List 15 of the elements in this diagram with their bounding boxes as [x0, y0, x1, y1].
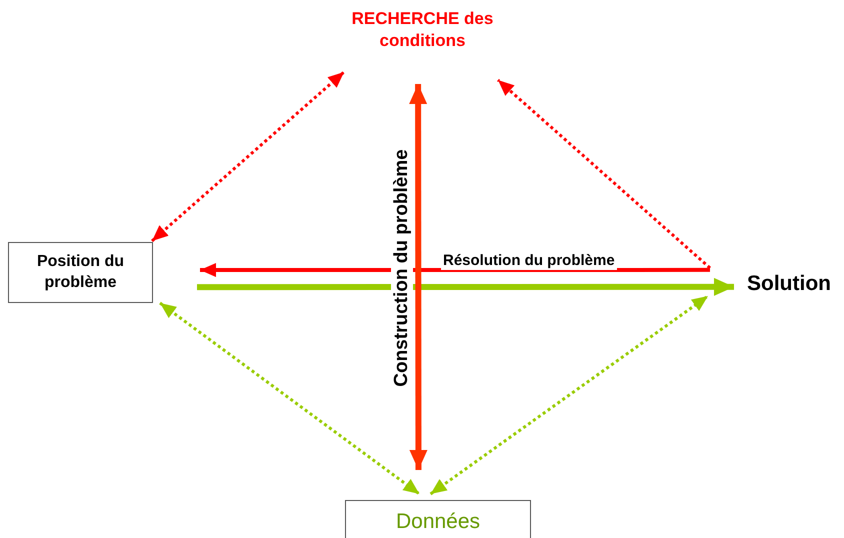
node-text: Solution: [747, 271, 831, 298]
box-text: Position du problème: [36, 252, 126, 292]
edge-label: Résolution du problème: [441, 252, 617, 270]
arrow: [496, 78, 711, 270]
heading-text: RECHERCHE des conditions: [350, 8, 494, 52]
arrow: [197, 278, 734, 296]
data-box: [345, 500, 531, 538]
arrow: [200, 263, 710, 278]
arrow: [409, 84, 428, 470]
edge-label: Construction du problème: [391, 147, 413, 389]
arrow: [430, 294, 709, 496]
process-box: [8, 242, 153, 303]
arrow: [151, 70, 346, 242]
arrow: [159, 302, 420, 496]
box-text: Données: [396, 509, 480, 536]
